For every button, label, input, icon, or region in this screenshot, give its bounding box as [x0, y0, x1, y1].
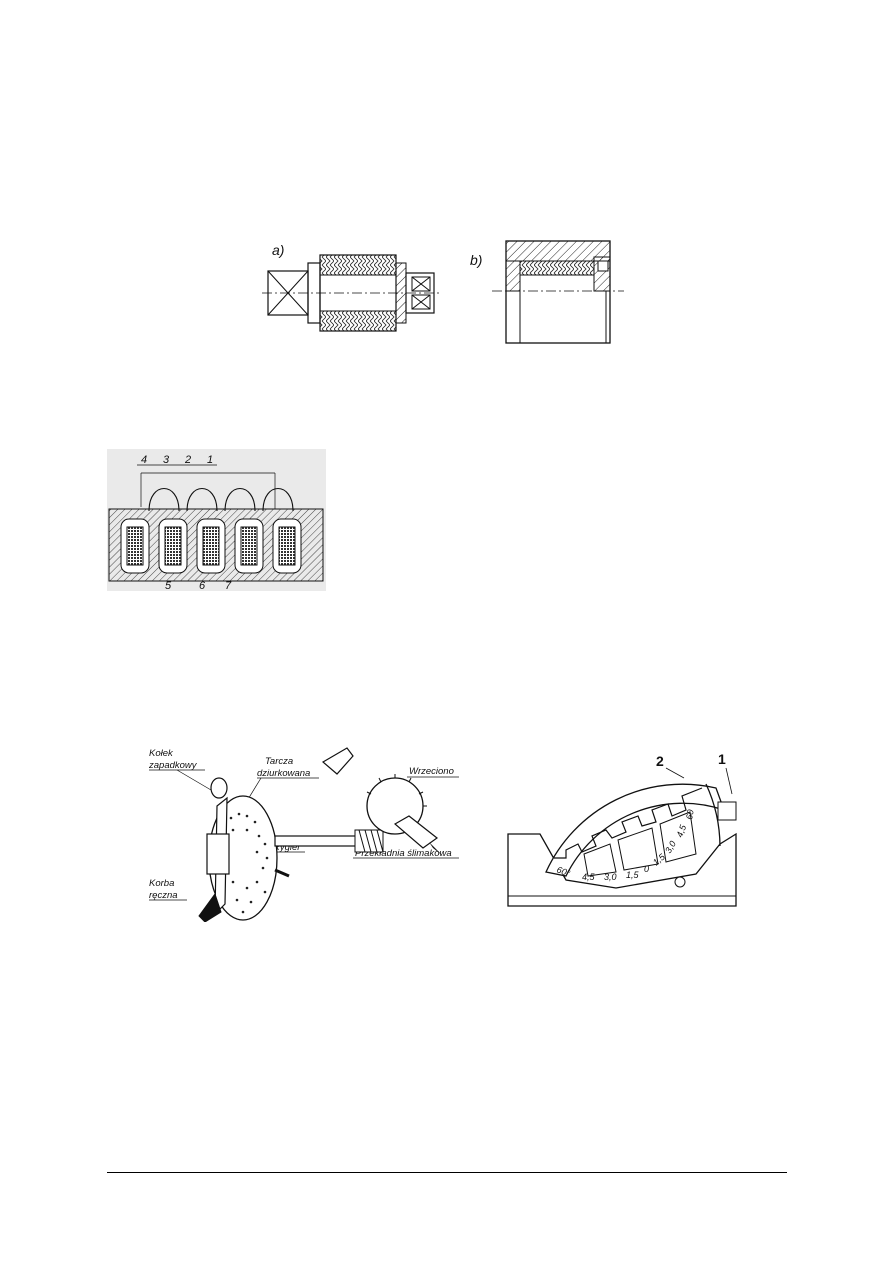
- base-casting: [507, 832, 737, 907]
- scale-1: 4,5: [582, 872, 596, 882]
- rygiel-bolt: [274, 868, 290, 878]
- crank-body: [206, 833, 230, 875]
- label-2: 2: [656, 754, 664, 769]
- figure-bushing-drawings: a) b): [262, 233, 632, 355]
- wheel-teeth: [366, 774, 427, 807]
- callout-5: 5: [165, 580, 172, 591]
- label-rygiel: Rygiel: [273, 842, 300, 853]
- scale-8: 60: [684, 809, 696, 821]
- bushing-a: [262, 254, 442, 332]
- label-1: 1: [718, 754, 726, 767]
- dividing-head-svg: Kołek zapadkowy Tarcza dziurkowana Wrzec…: [148, 747, 459, 922]
- label-tarcza: Tarcza: [265, 756, 293, 767]
- spindle: [393, 815, 439, 849]
- callout-6: 6: [199, 580, 206, 591]
- worm-gear: [354, 829, 384, 853]
- callout-3: 3: [163, 454, 170, 466]
- label-b: b): [470, 252, 482, 268]
- bushing-drawings-svg: a) b): [262, 240, 624, 344]
- drive-shaft: [274, 835, 358, 847]
- label-dziurkowana: dziurkowana: [257, 768, 310, 779]
- figure-magnetic-section: 4 3 2 1 5 6 7: [107, 449, 326, 591]
- label-wrzeciono: Wrzeciono: [409, 766, 454, 777]
- label-zapadkowy: zapadkowy: [148, 760, 198, 771]
- label-korba: Korba: [149, 878, 174, 889]
- callout-7: 7: [225, 580, 232, 591]
- bolt-icon: [674, 876, 686, 888]
- scale-7: 4,5: [674, 823, 688, 839]
- figure-dividing-head: Kołek zapadkowy Tarcza dziurkowana Wrzec…: [147, 744, 461, 922]
- footer-rule: [107, 1172, 787, 1173]
- adjust-screw-icon: [717, 801, 737, 821]
- arc-sector: [545, 783, 726, 877]
- label-kolek: Kołek: [149, 748, 174, 759]
- spindle-center-icon: [429, 842, 443, 856]
- spindle-arm: [321, 747, 354, 775]
- label-a: a): [272, 242, 284, 258]
- label-przekladnia: Przekładnia ślimakowa: [355, 848, 452, 859]
- tilting-table-svg: 2 1 60° 4,5 3,0 1,5 0 1,5 3,0 4,5 60: [507, 754, 737, 907]
- magnetic-section-svg: 4 3 2 1 5 6 7: [107, 449, 326, 591]
- crank-handle-icon: [198, 892, 222, 922]
- callout-2: 2: [184, 454, 191, 466]
- scale-0: 60°: [555, 864, 572, 878]
- bushing-b: [492, 240, 624, 344]
- coils: [120, 518, 302, 574]
- scale-4: 0: [644, 864, 649, 874]
- label-reczna: ręczna: [149, 890, 178, 901]
- scale-2: 3,0: [604, 872, 617, 882]
- callout-1: 1: [207, 454, 213, 466]
- figure-tilting-table: 2 1 60° 4,5 3,0 1,5 0 1,5 3,0 4,5 60: [506, 754, 746, 916]
- callout-4: 4: [141, 454, 147, 466]
- scale-3: 1,5: [626, 870, 640, 880]
- t-slots: [554, 787, 703, 859]
- index-pin-knob: [210, 777, 228, 799]
- flux-loops: [148, 487, 294, 512]
